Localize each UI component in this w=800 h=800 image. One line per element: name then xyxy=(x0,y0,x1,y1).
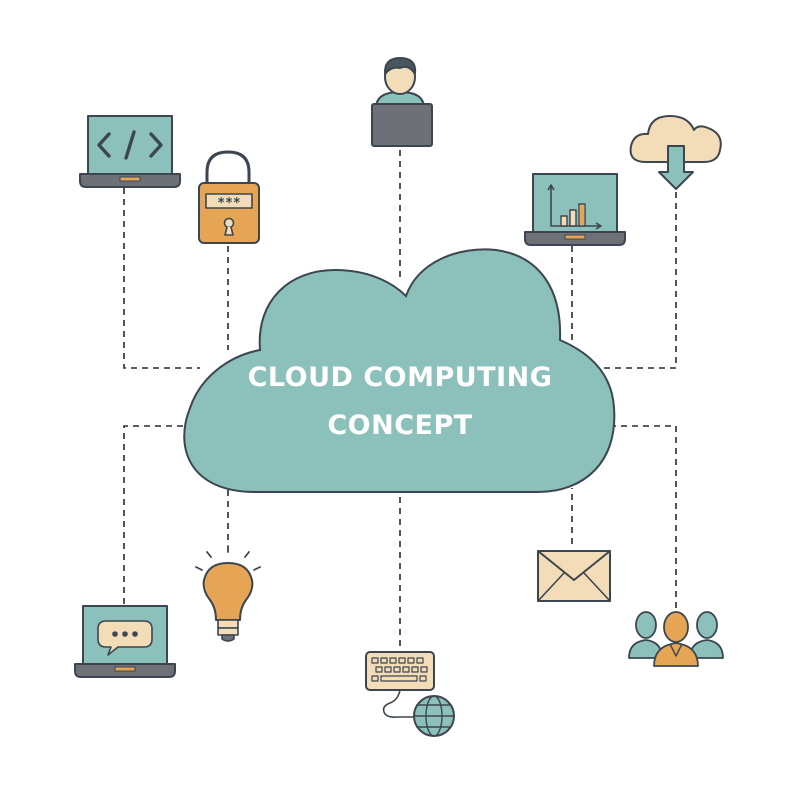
diagram-title-line-2: CONCEPT xyxy=(327,410,472,441)
padlock-password-icon: *** xyxy=(198,150,260,244)
central-cloud: CLOUD COMPUTING CONCEPT xyxy=(183,248,616,493)
connector-lines xyxy=(123,150,677,646)
connector-team xyxy=(612,425,677,608)
diagram-title-line-1: CLOUD COMPUTING xyxy=(248,362,553,393)
team-people-icon xyxy=(628,611,724,667)
lightbulb-idea-icon xyxy=(195,545,261,642)
cloud-shape xyxy=(183,248,616,493)
envelope-email-icon xyxy=(537,550,611,602)
connector-chat-laptop xyxy=(123,425,190,604)
cloud-download-icon xyxy=(629,115,722,190)
chat-laptop-icon xyxy=(74,605,176,678)
user-at-laptop-icon xyxy=(371,57,433,147)
connector-cloud-download xyxy=(600,192,677,369)
keyboard-globe-icon xyxy=(365,651,455,737)
padlock-password-mask: *** xyxy=(217,196,241,211)
code-laptop-icon xyxy=(79,115,181,188)
analytics-laptop-icon xyxy=(524,173,626,246)
connector-code-laptop xyxy=(123,188,200,369)
